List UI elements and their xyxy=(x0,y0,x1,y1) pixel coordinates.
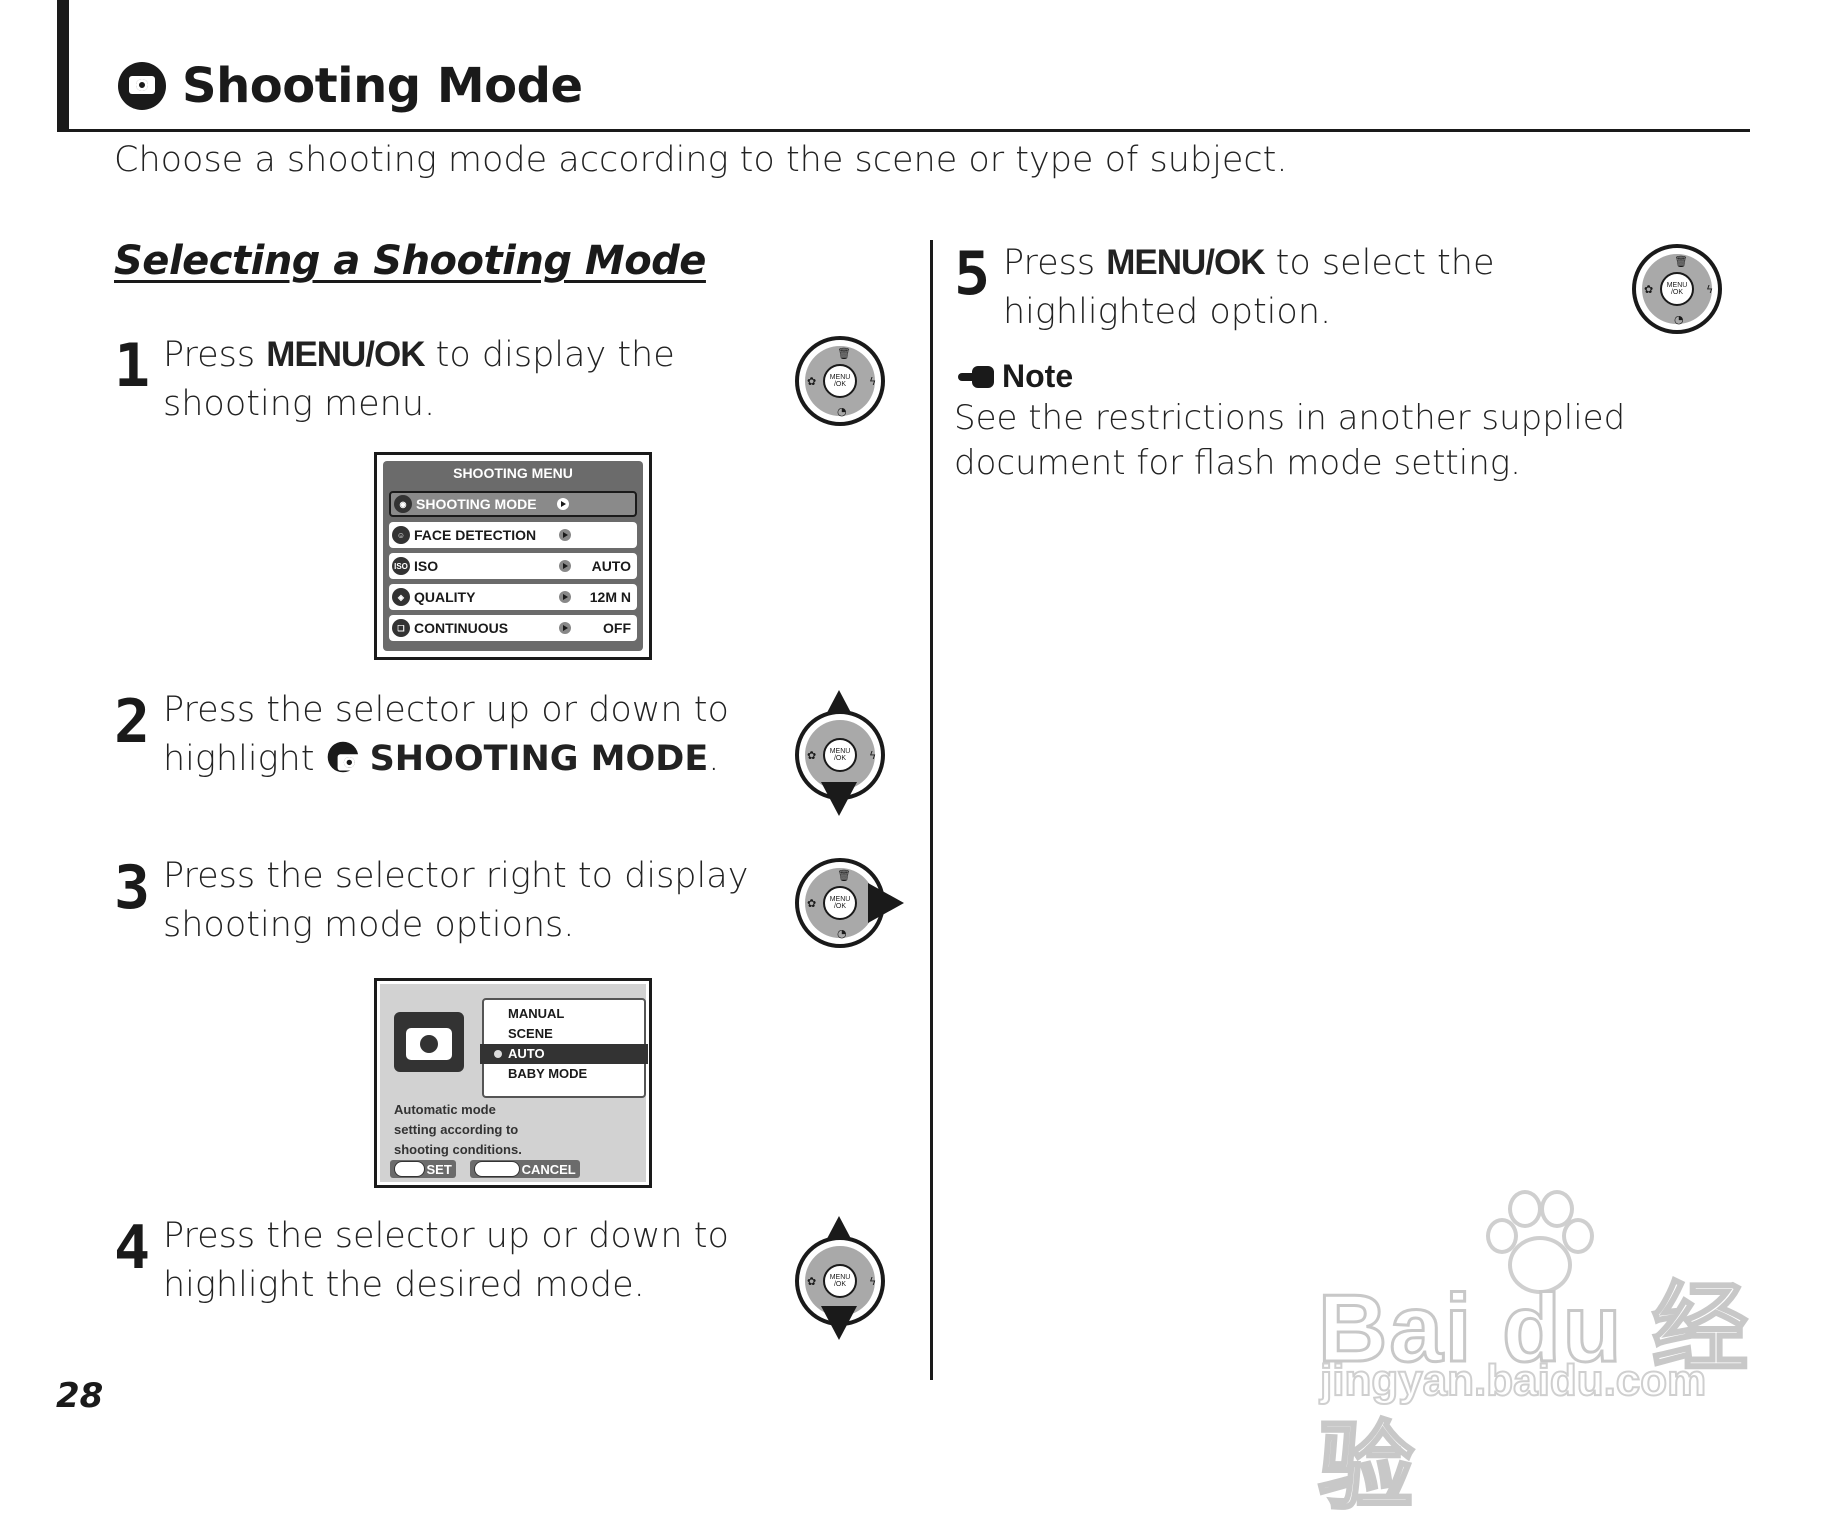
macro-icon: ✿ xyxy=(807,1275,817,1288)
title-rule xyxy=(57,129,1750,132)
shooting-menu-screen: SHOOTING MENU ◉SHOOTING MODE ☺FACE DETEC… xyxy=(374,452,652,660)
menu-ok-button: MENU/OK xyxy=(1660,272,1694,306)
flash-icon: ϟ xyxy=(1706,283,1714,296)
self-timer-icon: ◔ xyxy=(1674,313,1684,326)
flash-icon: ϟ xyxy=(869,375,877,388)
macro-icon: ✿ xyxy=(1644,283,1654,296)
mode-option: BABY MODE xyxy=(508,1066,588,1081)
arrow-down-icon xyxy=(821,1306,857,1340)
menu-row-shooting-mode: ◉SHOOTING MODE xyxy=(389,491,637,517)
trash-icon: 🗑 xyxy=(837,869,851,882)
selector-dial: 🗑 ✿ ◔ MENU/OK xyxy=(795,858,885,948)
flash-icon: ϟ xyxy=(869,1275,877,1288)
menu-ok-key: MENU/OK xyxy=(1106,243,1265,282)
arrow-right-icon xyxy=(868,883,904,923)
play-icon xyxy=(559,622,571,634)
face-icon: ☺ xyxy=(392,526,410,544)
continuous-icon: ❏ xyxy=(392,619,410,637)
menu-ok-button: MENU/OK xyxy=(823,1264,857,1298)
step-number: 2 xyxy=(114,687,151,757)
macro-icon: ✿ xyxy=(807,749,817,762)
trash-icon: 🗑 xyxy=(837,347,851,360)
title-bar-accent xyxy=(57,0,69,131)
watermark-url: jingyan.baidu.com xyxy=(1319,1355,1707,1406)
mode-options-list: MANUAL SCENE RECOGNITION AUTO BABY MODE xyxy=(480,998,648,1098)
camera-mode-icon xyxy=(327,741,361,773)
ok-key: OK xyxy=(394,1161,425,1177)
macro-icon: ✿ xyxy=(807,375,817,388)
flash-icon: ϟ xyxy=(869,749,877,762)
column-divider xyxy=(930,240,933,1380)
camera-icon xyxy=(394,1012,464,1072)
step-1-text: Press MENU/OK to display the shooting me… xyxy=(163,335,675,424)
selector-dial: ✿ ϟ MENU/OK xyxy=(795,710,885,800)
menu-title: SHOOTING MENU xyxy=(453,465,573,481)
play-icon xyxy=(559,529,571,541)
step-5-text: Press MENU/OK to select the highlighted … xyxy=(1003,243,1495,332)
menu-ok-key: MENU/OK xyxy=(266,335,425,374)
page-title-text: Shooting Mode xyxy=(182,58,583,114)
page-title: Shooting Mode xyxy=(118,56,583,116)
intro-text: Choose a shooting mode according to the … xyxy=(114,140,1288,180)
note-body: See the restrictions in another supplied… xyxy=(954,398,1626,483)
camera-mode-icon xyxy=(118,62,166,110)
mode-options-screen: MANUAL SCENE RECOGNITION AUTO BABY MODE … xyxy=(374,978,652,1188)
mode-option-selected: AUTO xyxy=(480,1044,648,1064)
play-icon xyxy=(559,591,571,603)
play-icon xyxy=(559,560,571,572)
back-key: BACK xyxy=(473,1161,520,1177)
baidu-watermark: Bai du 经验 jingyan.baidu.com xyxy=(1317,1190,1758,1523)
paw-icon xyxy=(1478,1190,1594,1300)
trash-icon: 🗑 xyxy=(1674,255,1688,268)
selector-dial: 🗑 ✿ ϟ ◔ MENU/OK xyxy=(1632,244,1722,334)
menu-ok-button: MENU/OK xyxy=(823,364,857,398)
iso-icon: ISO xyxy=(392,557,410,575)
step-number: 5 xyxy=(954,239,991,309)
mode-option: MANUAL xyxy=(508,1006,565,1021)
step-2-text: Press the selector up or down to highlig… xyxy=(163,690,729,779)
arrow-down-icon xyxy=(821,782,857,816)
pointing-hand-icon xyxy=(958,365,994,388)
menu-row-face-detection: ☺FACE DETECTION xyxy=(389,522,637,548)
selector-dial: ✿ ϟ MENU/OK xyxy=(795,1236,885,1326)
step-4-text: Press the selector up or down to highlig… xyxy=(163,1216,729,1305)
note-heading: Note xyxy=(958,358,1073,395)
quality-icon: ◈ xyxy=(392,588,410,606)
page-number: 28 xyxy=(56,1376,104,1416)
menu-ok-button: MENU/OK xyxy=(823,738,857,772)
menu-ok-button: MENU/OK xyxy=(823,886,857,920)
selector-dial: 🗑 ✿ ϟ ◔ MENU/OK xyxy=(795,336,885,426)
camera-icon: ◉ xyxy=(394,495,412,513)
step-number: 1 xyxy=(114,331,151,401)
mode-description: Automatic mode setting according to shoo… xyxy=(394,1102,522,1157)
play-icon xyxy=(557,498,569,510)
self-timer-icon: ◔ xyxy=(837,405,847,418)
self-timer-icon: ◔ xyxy=(837,927,847,940)
macro-icon: ✿ xyxy=(807,897,817,910)
step-number: 4 xyxy=(114,1213,151,1283)
section-title: Selecting a Shooting Mode xyxy=(114,238,706,284)
step-3-text: Press the selector right to display shoo… xyxy=(163,856,749,945)
step-number: 3 xyxy=(114,853,151,923)
mode-option: SCENE RECOGNITION xyxy=(508,1026,600,1061)
